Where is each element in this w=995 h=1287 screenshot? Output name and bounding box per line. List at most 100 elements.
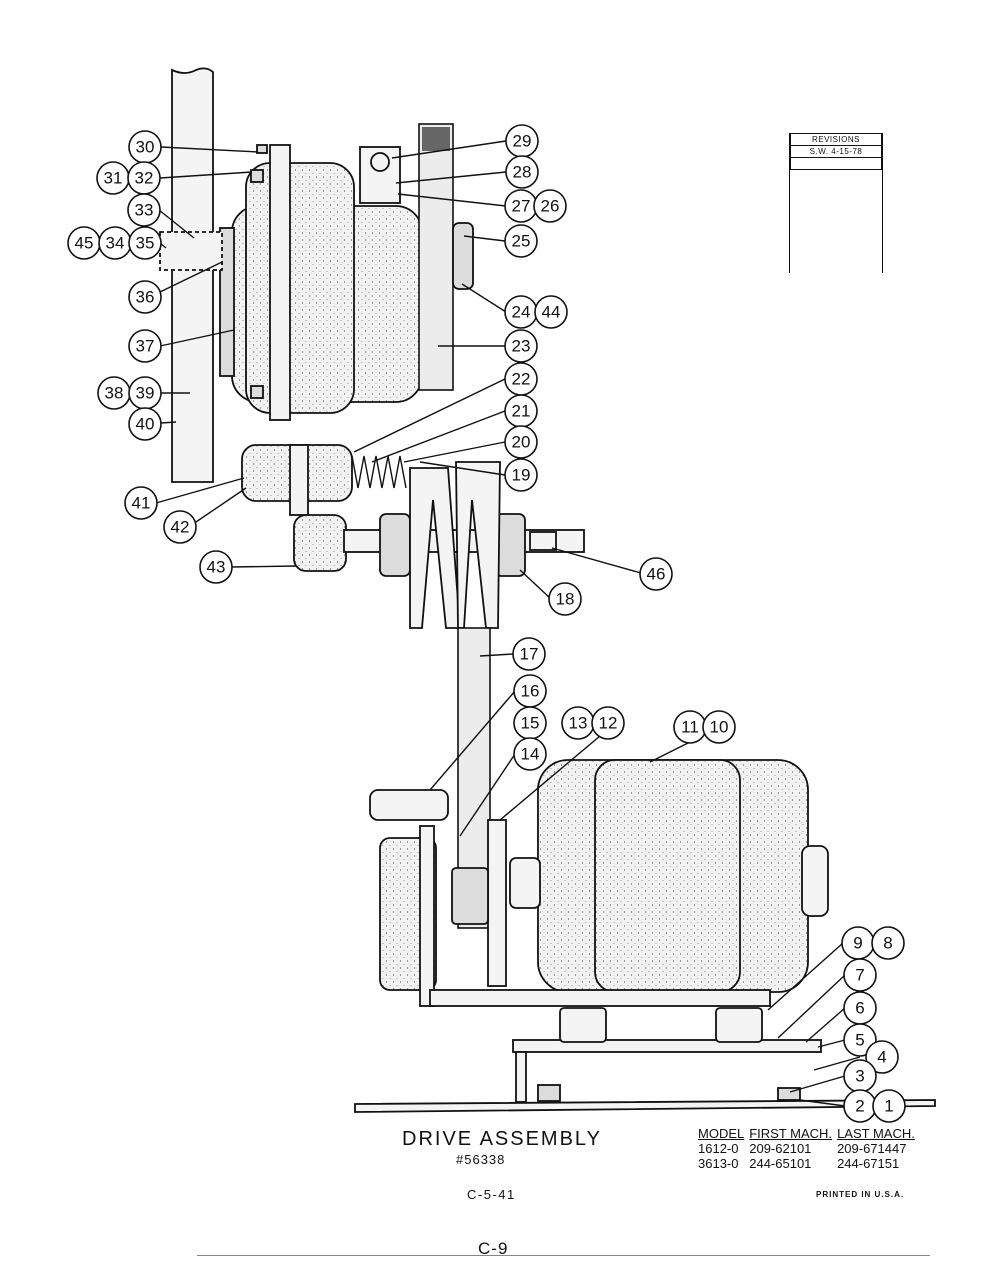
callout-15: 15 bbox=[513, 706, 547, 740]
svg-text:38: 38 bbox=[105, 384, 124, 403]
callout-6: 6 bbox=[843, 991, 877, 1025]
callout-46: 46 bbox=[639, 557, 673, 591]
callout-13: 13 bbox=[561, 706, 595, 740]
callout-9: 9 bbox=[841, 926, 875, 960]
callout-37: 37 bbox=[128, 329, 162, 363]
svg-text:6: 6 bbox=[855, 999, 864, 1018]
callout-11: 11 bbox=[673, 710, 707, 744]
callout-28: 28 bbox=[505, 155, 539, 189]
callout-36: 36 bbox=[128, 280, 162, 314]
svg-text:41: 41 bbox=[132, 494, 151, 513]
svg-text:18: 18 bbox=[556, 590, 575, 609]
callout-32: 32 bbox=[127, 161, 161, 195]
callout-23: 23 bbox=[504, 329, 538, 363]
callout-4: 4 bbox=[865, 1040, 899, 1074]
svg-text:31: 31 bbox=[104, 169, 123, 188]
callout-29: 29 bbox=[505, 124, 539, 158]
svg-text:36: 36 bbox=[136, 288, 155, 307]
callout-12: 12 bbox=[591, 706, 625, 740]
svg-text:35: 35 bbox=[136, 234, 155, 253]
svg-text:34: 34 bbox=[106, 234, 125, 253]
last-mach-header: LAST MACH. bbox=[837, 1126, 915, 1141]
first-mach-header: FIRST MACH. bbox=[749, 1126, 833, 1141]
callout-20: 20 bbox=[504, 425, 538, 459]
callout-17: 17 bbox=[512, 637, 546, 671]
lower-belt bbox=[457, 627, 507, 987]
svg-text:43: 43 bbox=[207, 558, 226, 577]
callout-2: 2 bbox=[843, 1089, 877, 1123]
svg-text:24: 24 bbox=[512, 303, 531, 322]
revisions-entry: S.W. 4-15-78 bbox=[790, 145, 882, 157]
svg-text:23: 23 bbox=[512, 337, 531, 356]
leader-lines bbox=[155, 140, 861, 1107]
callout-30: 30 bbox=[128, 130, 162, 164]
callout-42: 42 bbox=[163, 510, 197, 544]
svg-text:2: 2 bbox=[855, 1097, 864, 1116]
first-mach-cell: 244-65101 bbox=[749, 1156, 812, 1171]
callout-34: 34 bbox=[98, 226, 132, 260]
first-mach-cell: 209-62101 bbox=[749, 1141, 812, 1156]
callout-3: 3 bbox=[843, 1059, 877, 1093]
svg-text:8: 8 bbox=[883, 934, 892, 953]
svg-text:40: 40 bbox=[136, 415, 155, 434]
svg-text:17: 17 bbox=[520, 645, 539, 664]
drawing-code: C-5-41 bbox=[467, 1187, 516, 1202]
callout-27: 27 bbox=[504, 189, 538, 223]
svg-text:14: 14 bbox=[521, 745, 540, 764]
svg-text:37: 37 bbox=[136, 337, 155, 356]
callout-40: 40 bbox=[128, 407, 162, 441]
svg-text:44: 44 bbox=[542, 303, 561, 322]
table-row: 1612-0 209-62101 209-671447 bbox=[698, 1141, 920, 1156]
callout-18: 18 bbox=[548, 582, 582, 616]
svg-text:3: 3 bbox=[855, 1067, 864, 1086]
svg-text:22: 22 bbox=[512, 370, 531, 389]
printed-note: PRINTED IN U.S.A. bbox=[816, 1190, 905, 1199]
frame-column bbox=[171, 67, 214, 483]
callout-14: 14 bbox=[513, 737, 547, 771]
svg-text:45: 45 bbox=[75, 234, 94, 253]
svg-text:21: 21 bbox=[512, 402, 531, 421]
callout-35: 35 bbox=[128, 226, 162, 260]
callout-bubbles: 30 31 32 33 45 34 35 36 37 38 39 40 29 2… bbox=[67, 124, 906, 1123]
last-mach-cell: 209-671447 bbox=[837, 1141, 907, 1156]
table-row: 3613-0 244-65101 244-67151 bbox=[698, 1156, 920, 1171]
footer-rule bbox=[197, 1255, 930, 1256]
callout-8: 8 bbox=[871, 926, 905, 960]
svg-text:39: 39 bbox=[136, 384, 155, 403]
part-number: #56338 bbox=[456, 1152, 506, 1167]
svg-text:13: 13 bbox=[569, 714, 588, 733]
svg-text:1: 1 bbox=[884, 1097, 893, 1116]
svg-text:33: 33 bbox=[135, 201, 154, 220]
callout-31: 31 bbox=[96, 161, 130, 195]
callout-21: 21 bbox=[504, 394, 538, 428]
callout-44: 44 bbox=[534, 295, 568, 329]
callout-26: 26 bbox=[533, 189, 567, 223]
svg-text:25: 25 bbox=[512, 232, 531, 251]
callout-41: 41 bbox=[124, 486, 158, 520]
callout-33: 33 bbox=[127, 193, 161, 227]
revisions-block: REVISIONS S.W. 4-15-78 bbox=[789, 133, 883, 273]
revisions-header: REVISIONS bbox=[790, 133, 882, 145]
callout-19: 19 bbox=[504, 458, 538, 492]
svg-text:10: 10 bbox=[710, 718, 729, 737]
svg-text:29: 29 bbox=[513, 132, 532, 151]
svg-text:20: 20 bbox=[512, 433, 531, 452]
svg-text:19: 19 bbox=[512, 466, 531, 485]
upper-drive-housing bbox=[159, 144, 423, 421]
callout-1: 1 bbox=[872, 1089, 906, 1123]
model-header: MODEL bbox=[698, 1126, 745, 1141]
svg-text:28: 28 bbox=[513, 163, 532, 182]
model-cell: 1612-0 bbox=[698, 1141, 739, 1156]
revisions-blank bbox=[790, 157, 882, 170]
drive-motor bbox=[509, 759, 829, 993]
svg-text:9: 9 bbox=[853, 934, 862, 953]
svg-text:11: 11 bbox=[681, 718, 699, 737]
callout-45: 45 bbox=[67, 226, 101, 260]
model-cell: 3613-0 bbox=[698, 1156, 739, 1171]
page-number: C-9 bbox=[478, 1239, 509, 1258]
svg-text:27: 27 bbox=[512, 197, 531, 216]
svg-text:42: 42 bbox=[171, 518, 190, 537]
svg-text:5: 5 bbox=[855, 1031, 864, 1050]
svg-text:26: 26 bbox=[541, 197, 560, 216]
